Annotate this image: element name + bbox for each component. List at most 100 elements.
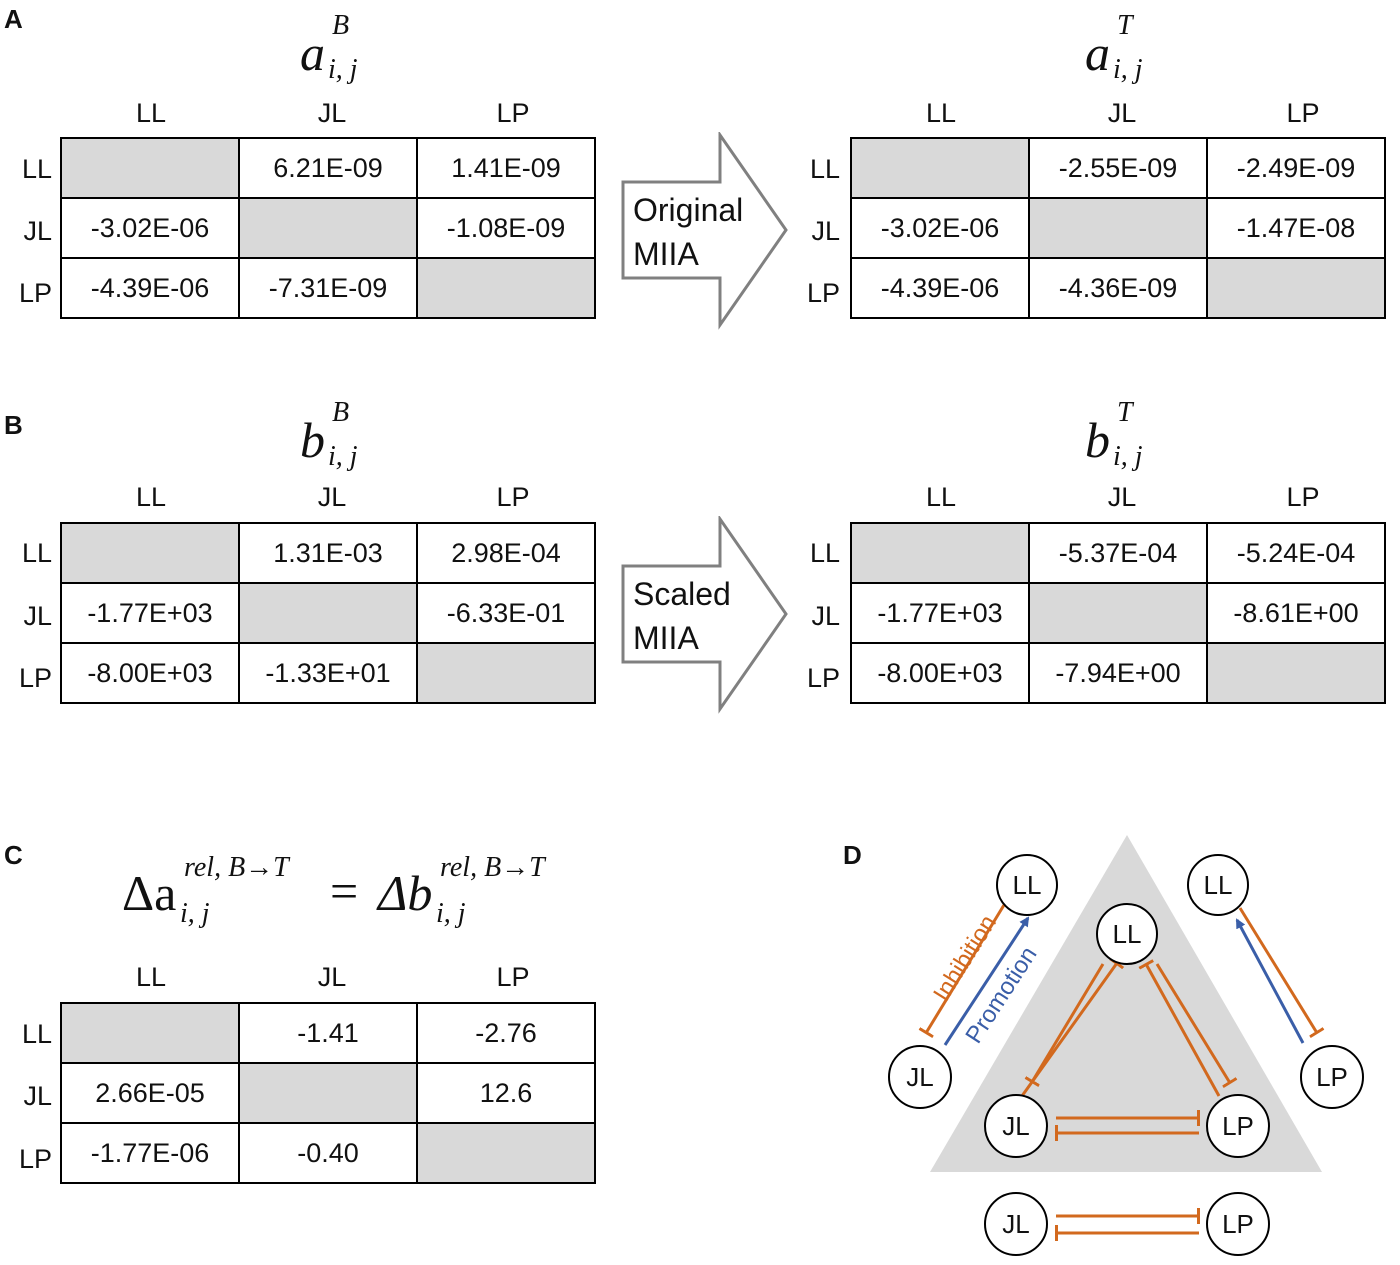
svg-text:LL: LL: [1013, 870, 1042, 900]
table-b-treat: -5.37E-04 -5.24E-04 -1.77E+03 -8.61E+00 …: [850, 522, 1386, 704]
table-row: -1.77E+03 -6.33E-01: [60, 582, 596, 644]
table-cell: -4.39E-06: [60, 257, 240, 319]
legend-inhibition-line: [918, 904, 1006, 1039]
table-cell: -4.39E-06: [850, 257, 1030, 319]
col-header: LP: [496, 482, 530, 512]
col-header: LP: [1286, 482, 1320, 512]
table-cell-diagonal: [850, 137, 1030, 199]
svg-text:LL: LL: [1204, 870, 1233, 900]
table-cell: -8.00E+03: [850, 642, 1030, 704]
svg-text:LP: LP: [1316, 1062, 1348, 1092]
table-delta: -1.41 -2.76 2.66E-05 12.6 -1.77E-06 -0.4…: [60, 1002, 596, 1184]
node-lp-right: LP: [1300, 1045, 1364, 1109]
arrow-label-scaled: Scaled: [633, 576, 731, 612]
svg-text:JL: JL: [1002, 1111, 1029, 1141]
table-cell: -2.76: [416, 1002, 596, 1064]
table-cell-diagonal: [416, 257, 596, 319]
table-cell: -2.49E-09: [1206, 137, 1386, 199]
table-row: 6.21E-09 1.41E-09: [60, 137, 596, 199]
row-header: LL: [21, 154, 52, 184]
table-b-base: 1.31E-03 2.98E-04 -1.77E+03 -6.33E-01 -8…: [60, 522, 596, 704]
node-jl-center: JL: [984, 1094, 1048, 1158]
row-header: LP: [18, 663, 52, 693]
legend-promotion-line: [943, 916, 1030, 1046]
math-delta-a: Δa rel, B→T i, j: [122, 852, 289, 929]
col-header: JL: [1107, 482, 1137, 512]
table-a-base: 6.21E-09 1.41E-09 -3.02E-06 -1.08E-09 -4…: [60, 137, 596, 319]
table-row: -3.02E-06 -1.08E-09: [60, 197, 596, 259]
table-cell: -1.77E-06: [60, 1122, 240, 1184]
col-header: JL: [317, 962, 347, 992]
table-cell: -0.40: [238, 1122, 418, 1184]
table-cell: -1.33E+01: [238, 642, 418, 704]
svg-text:JL: JL: [906, 1062, 933, 1092]
row-header: LP: [806, 663, 840, 693]
arrow-label-miia: MIIA: [633, 236, 699, 272]
svg-text:LP: LP: [1222, 1209, 1254, 1239]
col-header: LL: [925, 482, 957, 512]
math-a-base-title: a B i, j: [300, 10, 358, 85]
table-row: -1.77E-06 -0.40: [60, 1122, 596, 1184]
col-header: JL: [1107, 98, 1137, 128]
edge-inhibit-ll-to-lp-outer: [1238, 907, 1325, 1039]
edge-promote-lp-to-ll: [1235, 918, 1305, 1044]
table-cell: -4.36E-09: [1028, 257, 1208, 319]
math-equals: =: [330, 863, 359, 919]
table-cell: 6.21E-09: [238, 137, 418, 199]
edge-inhibit-ll-to-lp: [1155, 963, 1238, 1089]
math-b-base-title: b B i, j: [300, 397, 358, 472]
table-cell: 12.6: [416, 1062, 596, 1124]
node-ll-right: LL: [1187, 854, 1249, 916]
svg-text:JL: JL: [1002, 1209, 1029, 1239]
table-cell: -1.77E+03: [850, 582, 1030, 644]
col-header: LL: [135, 482, 167, 512]
col-header: JL: [317, 98, 347, 128]
table-cell: -3.02E-06: [850, 197, 1030, 259]
table-row: -4.39E-06 -4.36E-09: [850, 257, 1386, 319]
table-row: -8.00E+03 -7.94E+00: [850, 642, 1386, 704]
row-header: LP: [18, 1144, 52, 1174]
svg-text:LL: LL: [1113, 919, 1142, 949]
table-cell: -1.08E-09: [416, 197, 596, 259]
table-cell-diagonal: [416, 1122, 596, 1184]
table-cell: -7.94E+00: [1028, 642, 1208, 704]
table-cell: -8.00E+03: [60, 642, 240, 704]
col-header: LL: [135, 962, 167, 992]
col-header: JL: [317, 482, 347, 512]
table-row: -2.55E-09 -2.49E-09: [850, 137, 1386, 199]
table-row: -3.02E-06 -1.47E-08: [850, 197, 1386, 259]
node-jl-bottom: JL: [984, 1192, 1048, 1256]
table-cell-diagonal: [60, 522, 240, 584]
row-header: JL: [23, 601, 52, 631]
arrow-scaled-miia: [621, 516, 788, 714]
table-cell-diagonal: [1028, 197, 1208, 259]
table-cell: -3.02E-06: [60, 197, 240, 259]
row-header: JL: [811, 216, 840, 246]
table-cell: 1.31E-03: [238, 522, 418, 584]
row-header: JL: [811, 601, 840, 631]
row-header: LP: [806, 278, 840, 308]
panel-label-a: A: [4, 4, 23, 34]
table-cell: -6.33E-01: [416, 582, 596, 644]
math-b-treat-title: b T i, j: [1085, 397, 1143, 472]
table-cell-diagonal: [238, 582, 418, 644]
table-row: -1.77E+03 -8.61E+00: [850, 582, 1386, 644]
panel-label-b: B: [4, 410, 23, 440]
col-header: LP: [496, 98, 530, 128]
table-cell-diagonal: [1206, 642, 1386, 704]
table-cell-diagonal: [416, 642, 596, 704]
table-row: -8.00E+03 -1.33E+01: [60, 642, 596, 704]
row-header: LL: [21, 1019, 52, 1049]
table-cell: -1.41: [238, 1002, 418, 1064]
math-a-treat-title: a T i, j: [1085, 10, 1143, 85]
table-row: -1.41 -2.76: [60, 1002, 596, 1064]
row-header: LL: [809, 154, 840, 184]
node-ll-center: LL: [1096, 903, 1158, 965]
table-cell-diagonal: [60, 137, 240, 199]
table-cell-diagonal: [60, 1002, 240, 1064]
table-cell-diagonal: [238, 1062, 418, 1124]
table-row: -5.37E-04 -5.24E-04: [850, 522, 1386, 584]
node-jl-left: JL: [888, 1045, 952, 1109]
table-cell: -5.24E-04: [1206, 522, 1386, 584]
